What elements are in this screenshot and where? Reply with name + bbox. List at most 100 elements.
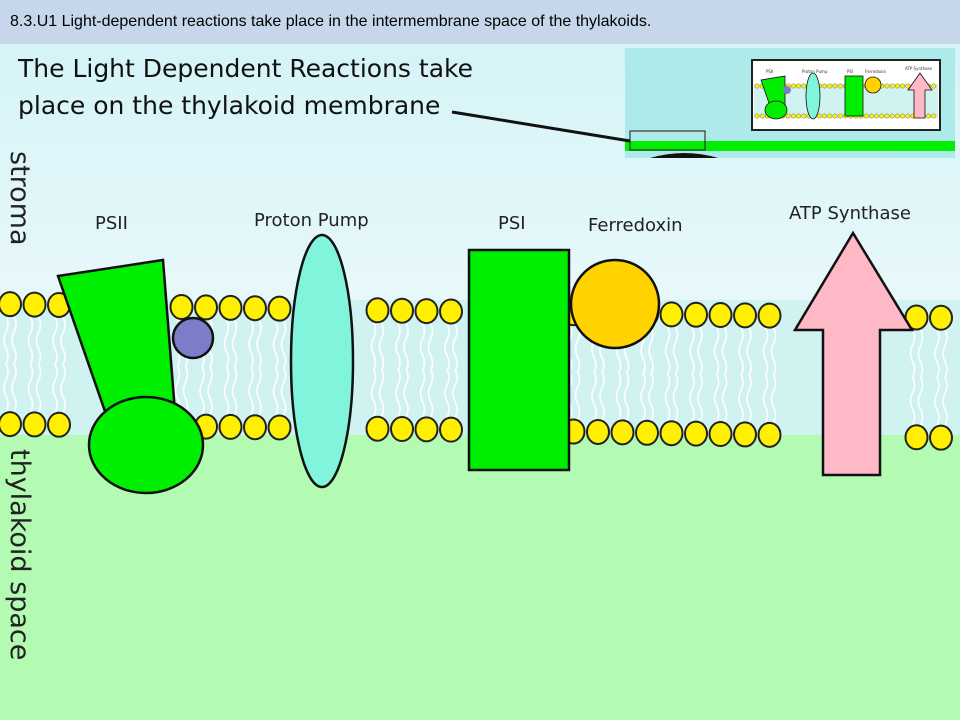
learning-objective-header: 8.3.U1 Light-dependent reactions take pl… [0,0,960,44]
lipid-tail [664,372,671,422]
inset-lipid-head [827,83,833,89]
lipid-tail [395,322,401,372]
inset-lipid-head [863,113,869,119]
lipid-tail [917,376,924,426]
plastoquinone [171,316,215,360]
inset-lipid-head [801,83,807,89]
inset-label-psi: PSI [847,69,853,74]
lipid-tail [3,363,9,413]
inset-lipid-head [900,83,906,89]
phospholipid-head [0,411,22,438]
lipid-tail [35,316,42,365]
proton-pump-label: Proton Pump [254,210,369,231]
inset-lipid-head [822,113,828,119]
inset-lipid-head [889,83,895,89]
phospholipid-head [22,411,47,438]
phospholipid-head [194,294,218,321]
inset-lipid-head [796,83,802,89]
lipid-tail [591,371,597,421]
lipid-tail [444,323,450,372]
inset-lipid-head [868,113,874,119]
lipid-tail [721,373,728,423]
lipid-tail [909,329,916,378]
lipid-tail [574,324,581,374]
lipid-tail [452,323,458,372]
inset-label-proton-pump: Proton Pump [802,69,828,74]
inset-lipid-head [832,113,838,119]
lipid-tail [52,316,58,366]
lipid-tail [697,373,703,422]
lipid-tail [370,321,377,371]
inset-lipid-head [874,113,880,119]
proton-pump [289,233,355,489]
inset-atp-synthase [907,72,933,119]
lipid-tail [738,374,744,423]
lipid-tail [452,369,458,418]
lipid-tail [648,372,654,422]
lipid-tail [934,329,940,379]
inset-lipid-head [931,113,937,119]
pointer-line [451,110,631,143]
inset-lipid-head [837,113,843,119]
phospholipid-head [267,295,292,322]
lipid-tail [746,326,752,376]
lipid-tail [248,366,254,416]
lipid-tail [419,368,426,418]
lipid-tails-upper [3,315,948,379]
inset-lipid-head [754,113,760,119]
phospholipid-head [757,302,782,329]
lipid-tail [199,366,205,415]
lipid-tail [272,320,279,370]
lipid-tail [280,367,287,416]
phospholipid-head [22,291,47,318]
phospholipid-head [684,420,708,447]
phospholipid-head [635,419,659,446]
inset-lipid-head [900,113,906,119]
lipid-tail [52,364,58,414]
phospholipid-head [586,418,610,445]
lipid-tail [60,316,66,366]
lipid-tail [640,372,646,422]
inset-lipid-head [759,113,765,119]
lipid-tail [942,329,948,379]
lipid-tail [280,320,287,370]
inset-lipid-head [905,83,911,89]
phospholipid-head [390,297,414,324]
lipid-tail [664,326,671,375]
inset-lipid-head [931,83,937,89]
lipid-tail [648,325,654,375]
lipid-tail [248,319,254,369]
phospholipid-head [684,301,708,328]
lipid-tail [378,321,385,371]
lipid-tail [942,377,948,427]
inset-lipid-head [796,113,802,119]
inset-bump [650,153,718,158]
lipid-tails-lower [3,363,948,427]
thylakoid-space-label: thylakoid space [4,449,35,661]
phospholipid-head [439,416,463,443]
inset-membrane-band [625,141,955,151]
lipid-tail [623,372,630,421]
lipid-tail [934,377,940,427]
ferredoxin [569,258,661,350]
inset-psii-base [764,100,788,120]
phospholipid-head [218,413,243,440]
inset-proton-pump [805,72,821,120]
phospholipid-head [904,424,929,451]
psii-base [87,395,205,495]
phospholipid-head [708,302,733,329]
inset-lipid-head [785,113,791,119]
lipid-tail [615,372,622,421]
atp-synthase-arrow [792,230,915,477]
phospholipid-head [610,419,635,446]
inset-lipid-head [889,113,895,119]
inset-lipid-head [884,113,890,119]
inset-label-ferredoxin: Ferredoxin [865,69,886,74]
lipid-tail [672,372,679,422]
lipid-tail [3,315,9,365]
inset-lipid-head [816,113,822,119]
phospholipid-head [243,295,267,322]
inset-lipid-head [827,113,833,119]
lipid-tail [231,319,238,369]
inset-label-atp-synthase: ATP Synthase [905,66,933,71]
